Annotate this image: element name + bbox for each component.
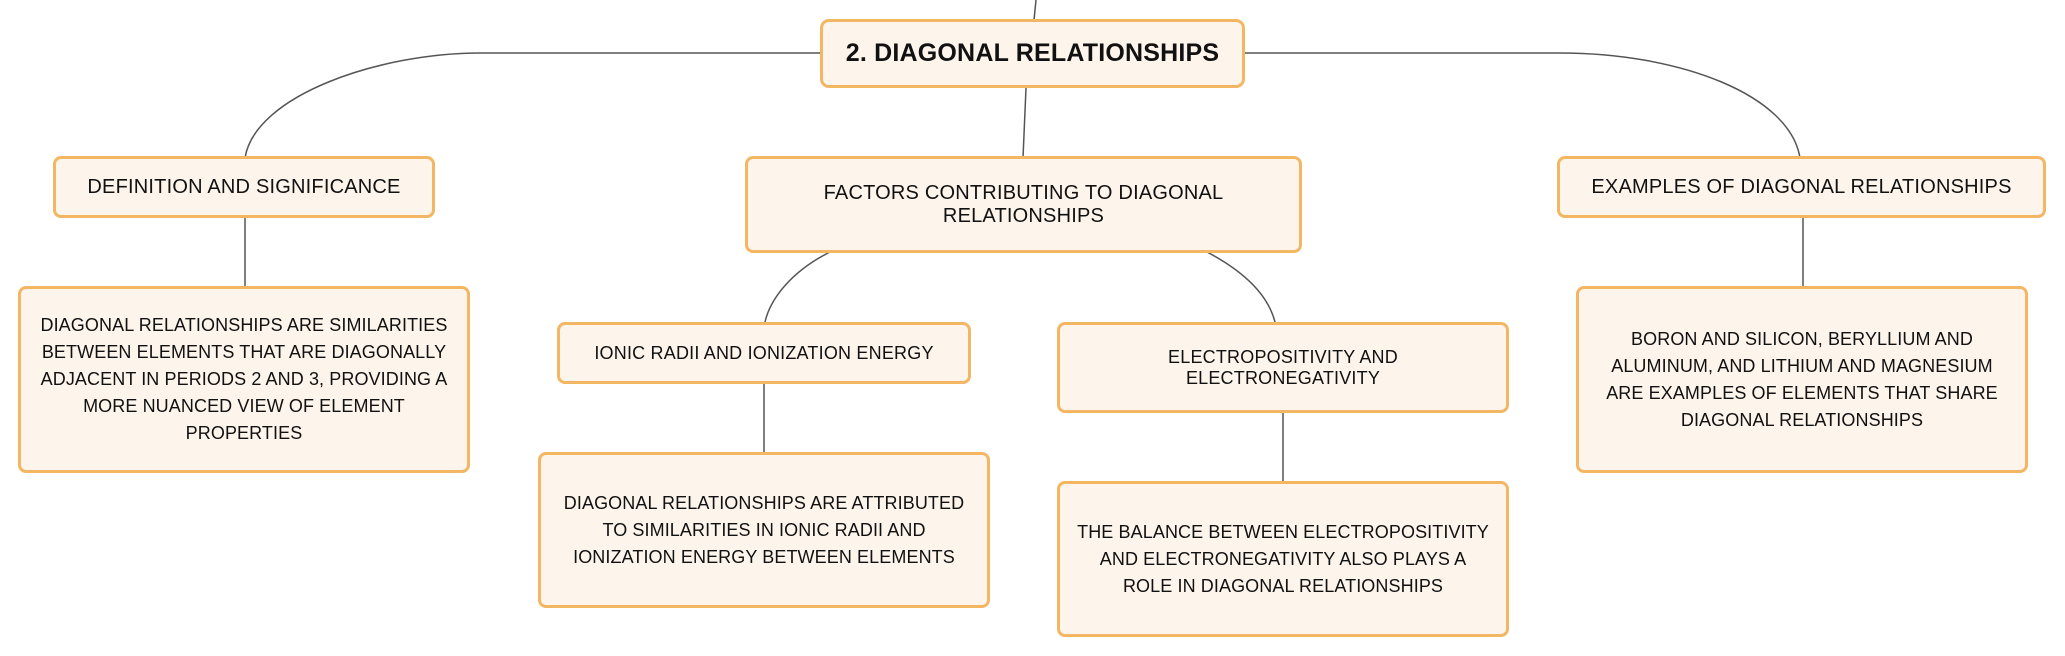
root-node-label: 2. DIAGONAL RELATIONSHIPS bbox=[845, 39, 1220, 67]
detail-examples-text: BORON AND SILICON, BERYLLIUM AND ALUMINU… bbox=[1606, 328, 1998, 430]
subtopic-electropositivity[interactable]: ELECTROPOSITIVITY AND ELECTRONEGATIVITY bbox=[1057, 322, 1509, 413]
topic-factors-label: FACTORS CONTRIBUTING TO DIAGONAL RELATIO… bbox=[823, 181, 1224, 227]
detail-examples[interactable]: BORON AND SILICON, BERYLLIUM AND ALUMINU… bbox=[1576, 286, 2028, 473]
connector-root-to-factors bbox=[1022, 87, 1027, 159]
topic-definition-and-significance[interactable]: DEFINITION AND SIGNIFICANCE bbox=[53, 156, 435, 218]
subtopic-electro-label: ELECTROPOSITIVITY AND ELECTRONEGATIVITY bbox=[1168, 346, 1398, 388]
topic-examples-label: EXAMPLES OF DIAGONAL RELATIONSHIPS bbox=[1591, 175, 2012, 198]
topic-factors-contributing[interactable]: FACTORS CONTRIBUTING TO DIAGONAL RELATIO… bbox=[745, 156, 1302, 253]
root-node[interactable]: 2. DIAGONAL RELATIONSHIPS bbox=[820, 19, 1245, 88]
subtopic-ionic-radii[interactable]: IONIC RADII AND IONIZATION ENERGY bbox=[557, 322, 971, 384]
connector-factors-to-ionic bbox=[764, 251, 831, 323]
detail-electro[interactable]: THE BALANCE BETWEEN ELECTROPOSITIVITY AN… bbox=[1057, 481, 1509, 637]
detail-electro-text: THE BALANCE BETWEEN ELECTROPOSITIVITY AN… bbox=[1077, 521, 1489, 596]
connector-root-to-examples bbox=[1245, 52, 1801, 159]
detail-definition[interactable]: DIAGONAL RELATIONSHIPS ARE SIMILARITIES … bbox=[18, 286, 470, 473]
connector-root-to-definition bbox=[244, 52, 820, 159]
subtopic-ionic-label: IONIC RADII AND IONIZATION ENERGY bbox=[594, 342, 934, 363]
topic-examples[interactable]: EXAMPLES OF DIAGONAL RELATIONSHIPS bbox=[1557, 156, 2046, 218]
detail-ionic-text: DIAGONAL RELATIONSHIPS ARE ATTRIBUTED TO… bbox=[563, 492, 965, 567]
connector-factors-to-electro bbox=[1206, 251, 1276, 323]
detail-definition-text: DIAGONAL RELATIONSHIPS ARE SIMILARITIES … bbox=[40, 315, 448, 443]
detail-ionic[interactable]: DIAGONAL RELATIONSHIPS ARE ATTRIBUTED TO… bbox=[538, 452, 990, 608]
topic-definition-label: DEFINITION AND SIGNIFICANCE bbox=[87, 175, 401, 198]
connector-parent-to-root bbox=[1033, 0, 1037, 21]
